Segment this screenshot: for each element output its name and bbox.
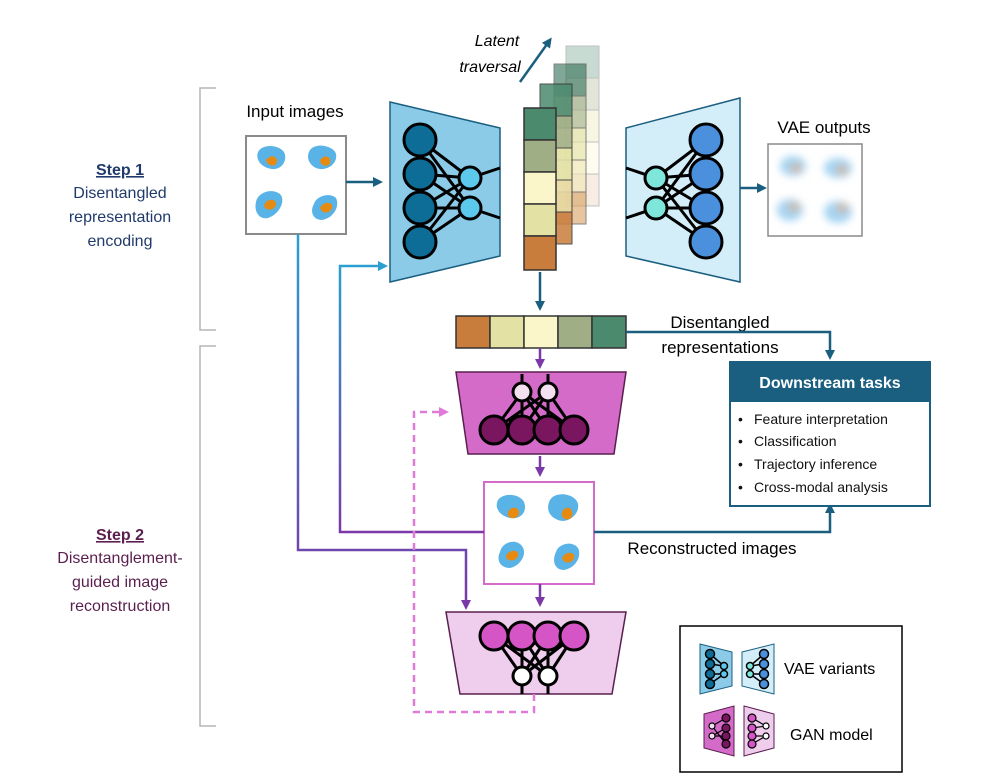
downstream-item-3: Trajectory inference: [754, 456, 877, 472]
reconstructed-to-encoder-feedback: [338, 264, 484, 534]
reconstructed-images-panel: [483, 481, 595, 585]
step1-brace: [199, 87, 216, 331]
vae-encoder: [389, 101, 501, 283]
disentangled-label-1: Disentangled: [670, 313, 769, 332]
gan-discriminator: [445, 611, 627, 695]
downstream-bullet-3: •: [738, 456, 743, 472]
feedback-arrowhead: [378, 261, 388, 271]
downstream-bullet-1: •: [738, 411, 743, 427]
latent-traversal-arrow: [518, 37, 552, 83]
legend-vae-label: VAE variants: [784, 661, 875, 678]
step1-label: Step 1 Disentangled representation encod…: [69, 162, 171, 250]
rec-cell-2: [548, 494, 579, 521]
rep-to-downstream-arrow: [626, 330, 835, 360]
vae-outputs-label: VAE outputs: [777, 118, 870, 137]
input-to-discriminator-arrow: [296, 234, 468, 604]
legend-box: VAE variants: [679, 625, 903, 773]
rec-cell-4: [554, 543, 580, 570]
downstream-item-1: Feature interpretation: [754, 411, 888, 427]
step2-title: Step 2: [96, 527, 144, 544]
input-images-panel: [245, 135, 347, 235]
vae-decoder: [625, 97, 741, 283]
downstream-title: Downstream tasks: [759, 375, 900, 392]
vae-legend-icon: [699, 643, 775, 695]
step2-line-1: Disentanglement-: [57, 550, 182, 567]
latent-traversal-label-2: traversal: [459, 59, 521, 76]
cell-4: [312, 195, 338, 220]
step2-brace: [199, 345, 216, 727]
disentangled-representation-bar: [455, 315, 627, 349]
downstream-bullet-2: •: [738, 433, 743, 449]
legend-gan-label: GAN model: [790, 727, 873, 744]
vae-outputs-panel: [767, 143, 863, 237]
rec-cell-1: [496, 494, 526, 519]
step1-line-3: encoding: [88, 233, 153, 250]
step1-line-2: representation: [69, 209, 171, 226]
downstream-item-4: Cross-modal analysis: [754, 479, 888, 495]
step1-line-1: Disentangled: [73, 185, 166, 202]
downstream-item-2: Classification: [754, 433, 836, 449]
step1-title: Step 1: [96, 162, 144, 179]
cell-2: [308, 145, 337, 170]
downstream-bullet-4: •: [738, 479, 743, 495]
step2-line-3: reconstruction: [70, 598, 171, 615]
cell-1: [257, 146, 286, 170]
latent-stack: [523, 45, 600, 271]
input-images-label: Input images: [246, 102, 343, 121]
disentangled-label-2: representations: [661, 338, 778, 357]
input-disc-arrowhead: [461, 600, 471, 610]
cell-3: [255, 191, 283, 219]
step2-line-2: guided image: [72, 574, 168, 591]
downstream-tasks-box: Downstream tasks • Feature interpretatio…: [729, 361, 931, 507]
step2-label: Step 2 Disentanglement- guided image rec…: [57, 527, 182, 615]
reconstructed-to-downstream-arrow: [594, 503, 835, 534]
gan-legend-icon: [703, 705, 775, 757]
gan-generator: [455, 371, 627, 455]
discriminator-feedback-dashed: [412, 407, 536, 714]
latent-traversal-label-1: Latent: [475, 33, 520, 50]
latent-vector-front: [523, 107, 557, 271]
rec-cell-3: [498, 541, 525, 568]
reconstructed-label: Reconstructed images: [627, 539, 796, 558]
